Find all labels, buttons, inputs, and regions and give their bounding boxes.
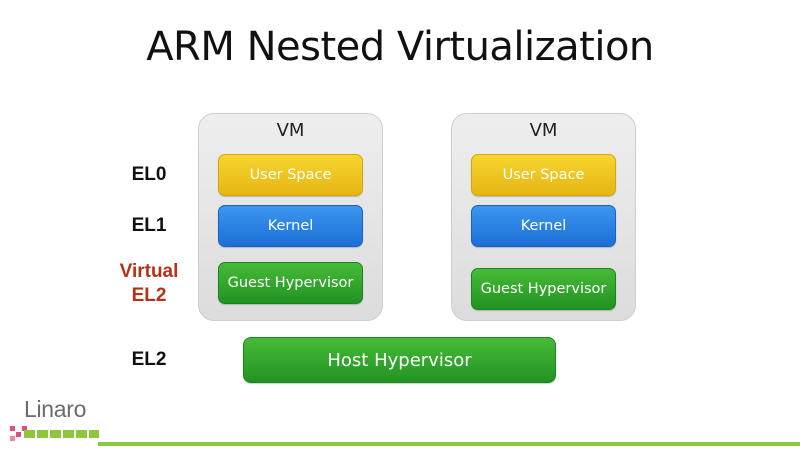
kernel-block: Kernel — [218, 205, 363, 247]
accent-line — [98, 442, 800, 446]
slide-title: ARM Nested Virtualization — [146, 24, 654, 70]
logo-text: Linaro — [24, 396, 87, 422]
guest-hypervisor-block: Guest Hypervisor — [471, 268, 616, 310]
level-label-virtual-el2: Virtual EL2 — [104, 260, 194, 308]
vm-box-1: VM User Space Kernel Guest Hypervisor — [198, 113, 383, 321]
level-label-virtual-line2: EL2 — [131, 285, 167, 306]
vm-title: VM — [529, 120, 558, 141]
user-space-block: User Space — [471, 154, 616, 196]
level-label-el2: EL2 — [131, 349, 167, 370]
level-label-el1: EL1 — [131, 215, 167, 236]
user-space-block: User Space — [218, 154, 363, 196]
logo-squares-icon — [10, 426, 99, 441]
vm-box-2: VM User Space Kernel Guest Hypervisor — [451, 113, 636, 321]
linaro-logo: Linaro — [10, 396, 100, 444]
guest-hypervisor-block: Guest Hypervisor — [218, 262, 363, 304]
level-label-virtual-line1: Virtual — [119, 261, 179, 282]
host-hypervisor-block: Host Hypervisor — [243, 337, 556, 383]
level-label-el0: EL0 — [131, 164, 167, 185]
vm-title: VM — [276, 120, 305, 141]
kernel-block: Kernel — [471, 205, 616, 247]
